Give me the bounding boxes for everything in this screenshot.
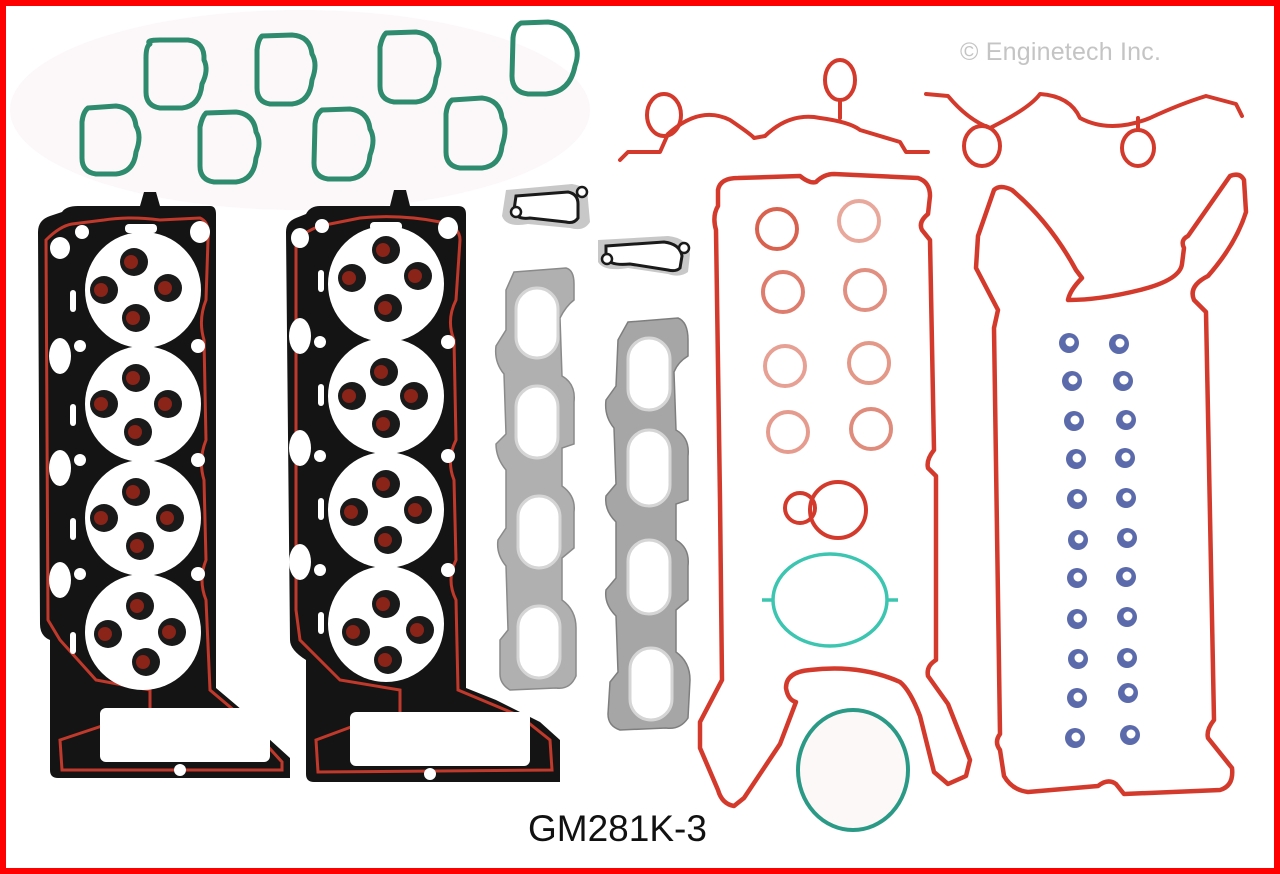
water-outlet-o-ring (796, 708, 910, 832)
intake-gasket-icon (377, 29, 442, 105)
spark-plug-tube-seals (755, 199, 893, 454)
intake-gasket-icon (443, 95, 508, 171)
copyright-watermark: © Enginetech Inc. (960, 38, 1162, 66)
intake-gasket-icon (79, 103, 142, 177)
intake-gasket-icon (509, 19, 580, 97)
pcv-seal (783, 480, 868, 540)
valve-stem-seals-right (338, 236, 434, 674)
valve-cover-gasket-left (697, 171, 973, 809)
intake-gasket-icon (143, 37, 209, 111)
intake-gasket-icon (311, 106, 376, 182)
exhaust-manifold-gasket-right (604, 317, 691, 731)
intake-gasket-icon (254, 32, 318, 107)
thermostat-gasket (762, 552, 898, 648)
intake-gasket-icon (197, 109, 262, 185)
part-number-label: GM281K-3 (528, 808, 707, 849)
exhaust-ports-right (626, 336, 674, 722)
timing-cover-gasket-left (618, 58, 930, 162)
exhaust-ports-left (514, 286, 562, 680)
valve-cover-gasket-right (973, 172, 1249, 797)
timing-cover-gasket-right (924, 92, 1244, 168)
exhaust-manifold-gasket-left (494, 267, 577, 691)
intake-gaskets (79, 19, 580, 185)
cylinder-head-gasket-left (38, 192, 290, 778)
valve-stem-seals-left (90, 248, 186, 676)
throttle-body-gaskets (502, 184, 691, 276)
valve-cover-grommets (1059, 333, 1140, 748)
cylinder-head-gasket-right (286, 190, 560, 782)
